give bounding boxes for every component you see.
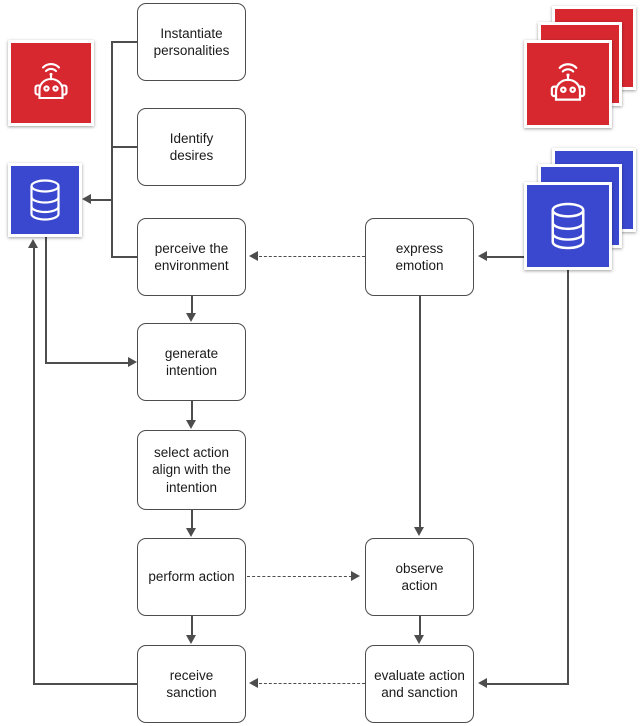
edge-perceive-to-generate xyxy=(191,296,193,314)
edge-identify-to-bus xyxy=(111,146,138,148)
node-generate-intention[interactable]: generate intention xyxy=(137,323,246,401)
edge-memory-to-generate-v xyxy=(45,237,47,363)
edge-receive-to-memory-h xyxy=(33,683,138,685)
robot-icon xyxy=(550,63,586,101)
node-instantiate-personalities[interactable]: Instantiate personalities xyxy=(137,3,246,81)
edge-instantiate-to-bus xyxy=(111,41,138,43)
arrowhead-memstack-to-express xyxy=(478,251,487,261)
arrowhead-observe-to-evaluate xyxy=(414,635,424,644)
arrowhead-memory-to-generate xyxy=(128,357,137,367)
edge-perform-to-receive xyxy=(191,616,193,636)
edge-memstack-to-evaluate-h xyxy=(487,683,569,685)
edge-select-to-perform xyxy=(191,510,193,529)
edge-perceive-to-bus xyxy=(111,256,138,258)
edge-observe-to-evaluate xyxy=(419,616,421,636)
edge-express-to-observe xyxy=(419,296,421,528)
agent-stack-layer-front[interactable] xyxy=(524,40,612,128)
edge-evaluate-to-receive xyxy=(259,683,365,684)
edge-generate-to-select xyxy=(191,401,193,421)
arrowhead-generate-to-select xyxy=(186,420,196,429)
memory-stack-layer-front[interactable] xyxy=(524,182,612,270)
node-perform-action[interactable]: perform action xyxy=(137,538,246,616)
database-icon xyxy=(551,202,585,250)
node-identify-desires[interactable]: Identify desires xyxy=(137,108,246,186)
arrowhead-perform-to-observe xyxy=(351,571,360,581)
database-icon xyxy=(30,179,60,221)
memory-stack[interactable] xyxy=(524,148,636,270)
agent-stack[interactable] xyxy=(524,6,636,128)
arrowhead-perform-to-receive xyxy=(186,635,196,644)
node-receive-sanction[interactable]: receive sanction xyxy=(137,645,246,723)
agent-robot-icon-tile[interactable] xyxy=(8,40,94,126)
memory-database-icon-tile[interactable] xyxy=(8,163,82,237)
node-express-emotion[interactable]: express emotion xyxy=(365,218,474,296)
arrowhead-perceive-to-generate xyxy=(186,313,196,322)
edge-left-merge-bus xyxy=(111,41,113,257)
arrowhead-express-to-perceive xyxy=(249,251,258,261)
arrowhead-receive-to-memory xyxy=(28,239,38,248)
arrowhead-select-to-perform xyxy=(186,528,196,537)
arrowhead-memstack-to-evaluate xyxy=(478,678,487,688)
robot-icon xyxy=(34,63,68,100)
edge-bus-to-memory xyxy=(90,199,112,201)
edge-perform-to-observe xyxy=(247,576,352,577)
edge-memstack-riser xyxy=(567,268,569,684)
node-select-action[interactable]: select action align with the intention xyxy=(137,430,246,510)
arrowhead-evaluate-to-receive xyxy=(249,678,258,688)
arrowhead-bus-to-memory xyxy=(82,194,91,204)
arrowhead-express-to-observe xyxy=(414,527,424,536)
edge-express-to-perceive xyxy=(259,256,365,257)
node-evaluate-action[interactable]: evaluate action and sanction xyxy=(365,645,474,723)
node-observe-action[interactable]: observe action xyxy=(365,538,474,616)
node-perceive-environment[interactable]: perceive the environment xyxy=(137,218,246,296)
edge-receive-to-memory-v xyxy=(33,248,35,684)
edge-memory-to-generate-h xyxy=(45,362,129,364)
